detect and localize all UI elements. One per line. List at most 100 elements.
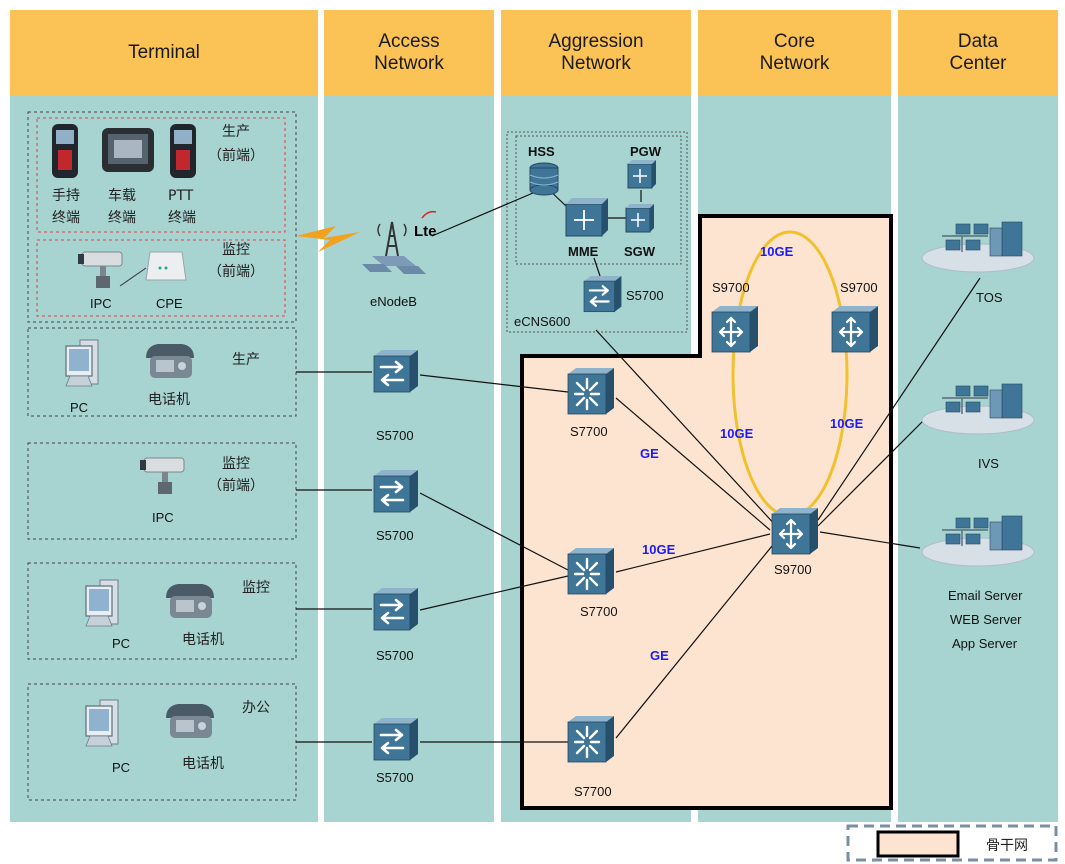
access-switch-4-label: S5700 (376, 770, 414, 785)
access-switch-4-icon (372, 716, 420, 762)
agg-router-3-label: S7700 (574, 784, 612, 799)
enodeb-icon (362, 221, 426, 274)
wireless-lightning-icon (296, 226, 360, 252)
access-header: Access Network (324, 10, 494, 96)
ivs-label: IVS (978, 456, 999, 471)
cpe-label: CPE (156, 296, 183, 311)
link-ecns-core (595, 329, 779, 529)
handheld-terminal-icon (52, 124, 78, 178)
pgw-icon (627, 160, 656, 189)
phone-icon (146, 344, 194, 378)
sgw-label: SGW (624, 244, 656, 259)
group2-label-line1: 监控 (222, 242, 250, 258)
web-server-label: WEB Server (950, 612, 1022, 627)
row1-pc-label: PC (70, 400, 88, 415)
ptt-label-line1: PTT (168, 188, 194, 204)
ring-left-speed-label: 10GE (720, 426, 754, 441)
row4-phone-label: 电话机 (182, 756, 224, 772)
ipc-camera-icon (139, 457, 185, 495)
ivs-server-icon (921, 383, 1035, 435)
link-core-ivs (817, 411, 933, 527)
mme-icon (565, 198, 608, 237)
lte-label: Lte (414, 223, 437, 240)
hss-database-icon (529, 162, 559, 196)
link-agg1-core (615, 397, 771, 531)
lte-icon: Lte (414, 210, 437, 240)
access-switch-1-label: S5700 (376, 428, 414, 443)
group2-label-line2: （前端） (208, 263, 264, 280)
ipc-label: IPC (90, 296, 112, 311)
row3-label: 监控 (242, 580, 270, 596)
app-server-label: App Server (952, 636, 1018, 651)
core-switch-left-label: S9700 (712, 280, 750, 295)
tos-server-icon (921, 221, 1035, 273)
row1-label: 生产 (232, 352, 260, 368)
email-server-label: Email Server (948, 588, 1023, 603)
access-switch-1-icon (372, 348, 420, 394)
row4-label: 办公 (242, 700, 270, 716)
terminal-header: Terminal (10, 10, 318, 96)
row4-pc-label: PC (112, 760, 130, 775)
core-switch-right-label: S9700 (840, 280, 878, 295)
core-switch-right-icon (830, 304, 880, 354)
row3-pc-label: PC (112, 636, 130, 651)
pgw-label: PGW (630, 144, 662, 159)
legend-swatch (876, 830, 960, 858)
link-lte-mme (431, 189, 541, 237)
access-switch-2-label: S5700 (376, 528, 414, 543)
phone-icon (166, 584, 214, 618)
terminal-group-row3 (27, 562, 297, 660)
ecns-switch-label: S5700 (626, 288, 664, 303)
core-switch-center-label: S9700 (774, 562, 812, 577)
row3-phone-label: 电话机 (182, 632, 224, 648)
production-frontend-box (36, 117, 286, 233)
terminal-group-row2 (27, 442, 297, 540)
legend-label: 骨干网 (986, 838, 1028, 854)
group1-label-line2: （前端） (208, 147, 264, 164)
access-switch-2-icon (372, 468, 420, 514)
terminal-group-frontend (27, 111, 297, 323)
access-switch-3-label: S5700 (376, 648, 414, 663)
datacenter-header: Data Center (898, 10, 1058, 96)
link-access2-agg2 (419, 492, 569, 571)
ptt-terminal-icon (170, 124, 196, 178)
link-agg3-core (615, 545, 773, 739)
access-column: Access Network (324, 10, 494, 822)
app-server-icon (921, 515, 1035, 567)
legend: 骨干网 (846, 824, 1058, 862)
tos-label: TOS (976, 290, 1003, 305)
ring-right-speed-label: 10GE (830, 416, 864, 431)
vehicle-terminal-icon (102, 128, 154, 172)
ring-top-speed-label: 10GE (760, 244, 794, 259)
handheld-label-line2: 终端 (52, 210, 80, 226)
agg2-speed-label: 10GE (642, 542, 676, 557)
group1-label-line1: 生产 (222, 124, 250, 140)
core-switch-center-icon (770, 506, 820, 556)
ptt-label-line2: 终端 (168, 210, 196, 226)
agg1-speed-label: GE (640, 446, 659, 461)
link-core-server (819, 531, 921, 549)
vehicle-label-line2: 终端 (108, 210, 136, 226)
ecns600-box (506, 131, 688, 333)
agg-router-3-icon (566, 714, 616, 764)
enodeb-label: eNodeB (370, 294, 417, 309)
cpe-icon (145, 251, 187, 281)
agg-router-2-icon (566, 546, 616, 596)
phone-icon (166, 704, 214, 738)
row2-ipc-label: IPC (152, 510, 174, 525)
pc-icon (85, 579, 119, 627)
hss-label: HSS (528, 144, 555, 159)
link-agg2-core (615, 533, 771, 573)
links (296, 185, 981, 743)
agg3-speed-label: GE (650, 648, 669, 663)
core-header: Core Network (698, 10, 891, 96)
ecns600-label: eCNS600 (514, 314, 570, 329)
link-access3-agg2 (419, 575, 569, 611)
pc-icon (65, 339, 99, 387)
handheld-label-line1: 手持 (52, 188, 80, 204)
mme-label: MME (568, 244, 599, 259)
row2-label-line1: 监控 (222, 456, 250, 472)
ecns-switch-icon (582, 274, 623, 313)
link-core-tos (817, 277, 981, 521)
